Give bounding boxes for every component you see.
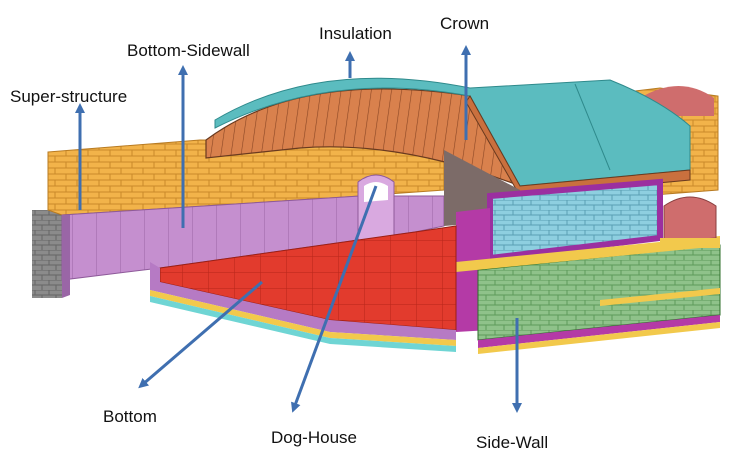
crown-top — [214, 77, 691, 189]
label-dog-house: Dog-House — [271, 428, 357, 447]
label-side-wall: Side-Wall — [476, 433, 549, 452]
label-insulation: Insulation — [319, 24, 392, 43]
label-bottom: Bottom — [103, 407, 157, 426]
dog-house-arrow — [291, 185, 378, 413]
floor-edge-lilac — [150, 262, 456, 340]
callout-arrows — [75, 45, 522, 413]
bottom-arrow — [138, 280, 263, 389]
side-arch — [663, 196, 717, 243]
label-super-structure: Super-structure — [10, 87, 128, 106]
furnace-body — [32, 77, 721, 354]
left-stone-pillar — [32, 210, 62, 298]
label-crown: Crown — [440, 14, 490, 33]
label-bottom-sidewall: Bottom-Sidewall — [127, 41, 250, 60]
